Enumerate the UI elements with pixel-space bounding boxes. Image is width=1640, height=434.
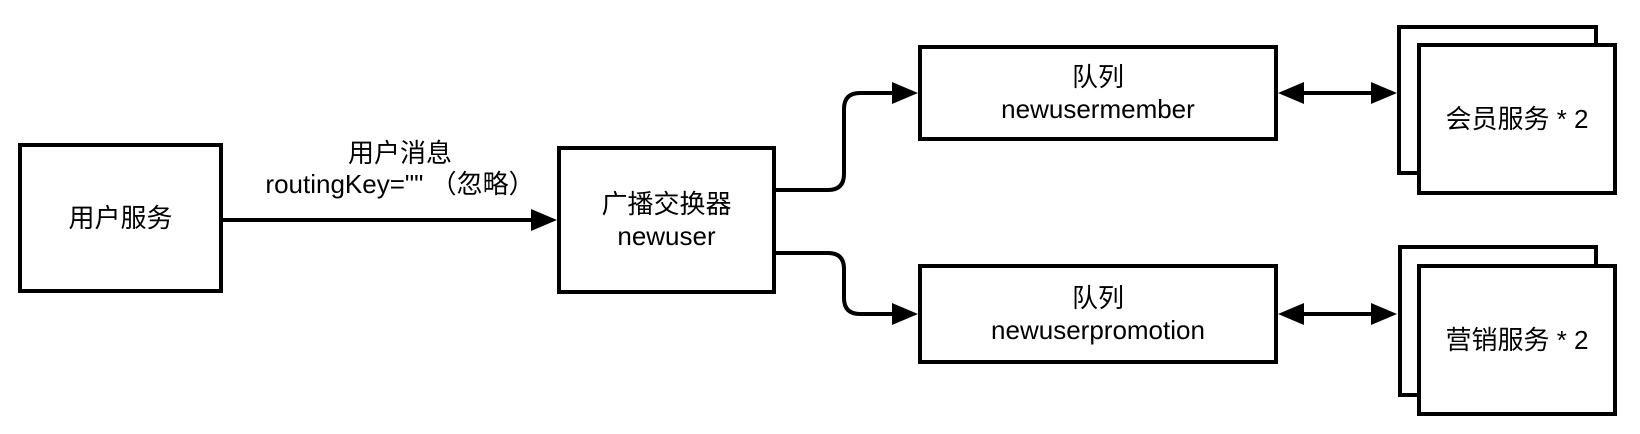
node-queue-newuserpromotion: 队列 newuserpromotion [918, 264, 1278, 364]
node-user-service-label: 用户服务 [68, 203, 173, 233]
node-member-service-label: 会员服务 * 2 [1445, 104, 1589, 134]
node-promotion-service: 营销服务 * 2 [1417, 264, 1617, 416]
arrowhead-into-exchange [531, 209, 557, 231]
arrowhead-into-queue-promotion [892, 303, 918, 325]
queue-member-label-line2: newusermember [1001, 94, 1195, 124]
arrowhead-member-right [1371, 82, 1397, 104]
queue-member-label-line1: 队列 [1071, 62, 1124, 92]
edge-label-line1: 用户消息 [347, 138, 452, 168]
node-queue-newusermember: 队列 newusermember [918, 45, 1278, 141]
node-exchange-label-line1: 广播交换器 [601, 189, 732, 219]
node-user-service: 用户服务 [18, 143, 223, 293]
queue-promotion-label-line2: newuserpromotion [991, 315, 1205, 345]
queue-promotion-label-line1: 队列 [1071, 283, 1124, 313]
arrowhead-member-left [1278, 82, 1304, 104]
node-exchange-newuser: 广播交换器 newuser [557, 146, 776, 294]
arrowhead-promotion-left [1278, 303, 1304, 325]
arrowhead-promotion-right [1371, 303, 1397, 325]
edge-label-user-message: 用户消息 routingKey="" （忽略） [240, 138, 560, 200]
connector-exchange-to-queue-promotion [776, 251, 894, 316]
edge-label-line2: routingKey="" （忽略） [265, 169, 535, 199]
connector-exchange-to-queue-member [776, 91, 894, 192]
arrowhead-into-queue-member [892, 82, 918, 104]
node-member-service: 会员服务 * 2 [1417, 43, 1617, 195]
node-exchange-label-line2: newuser [617, 221, 716, 251]
node-promotion-service-label: 营销服务 * 2 [1445, 325, 1589, 355]
